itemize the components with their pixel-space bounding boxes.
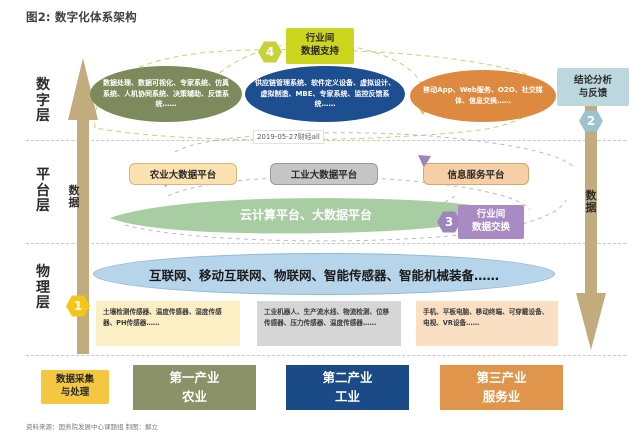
device-box-consumer-devices: 手机、平板电脑、移动终端、可穿戴设备、电视、VR设备…… xyxy=(416,301,558,346)
callout-feedback-line1: 结论分析 xyxy=(573,74,612,86)
badge-4: 4 xyxy=(258,41,282,63)
industry-tertiary-line2: 服务业 xyxy=(482,388,521,404)
badge-1: 1 xyxy=(66,295,90,317)
device-box-agri-sensors: 土壤检测传感器、温度传感器、湿度传感器、PH传感器…… xyxy=(96,301,240,346)
callout-feedback-line2: 与反馈 xyxy=(578,88,608,99)
callout-exchange-line2: 数据交换 xyxy=(471,222,510,233)
left-data-arrow-label: 数据 xyxy=(68,184,80,210)
layer-label-digital: 数字层 xyxy=(36,77,50,125)
badge-3: 3 xyxy=(437,211,461,233)
callout-exchange-line1: 行业间 xyxy=(476,209,506,221)
callout-inter-industry-support: 行业间 数据支持 xyxy=(286,28,354,64)
layer-label-platform: 平台层 xyxy=(36,167,50,215)
callout-support-line2: 数据支持 xyxy=(300,46,339,57)
callout-support-line1: 行业间 xyxy=(305,33,335,45)
watermark: 2019-05-27财经all xyxy=(253,130,324,144)
ellipse-agriculture-systems: 数据处理、数据可视化、专家系统、仿真系统、人机协同系统、决策辅助、反馈系统…… xyxy=(90,66,242,122)
callout-conclusion-feedback: 结论分析 与反馈 xyxy=(557,68,629,106)
layer-separator-digital-platform xyxy=(26,140,626,141)
platform-info-service: 信息服务平台 xyxy=(423,163,529,185)
device-box-industry-devices: 工业机器人、生产流水线、物流检测、位移传感器、压力传感器、温度传感器…… xyxy=(257,301,401,346)
industry-box-primary: 第一产业 农业 xyxy=(133,365,256,410)
ellipse-service-systems: 移动App、Web服务、O2O、社交媒体、信息交换…… xyxy=(410,70,556,122)
industry-secondary-line1: 第二产业 xyxy=(322,370,373,386)
source-attribution: 资料来源：国务院发展中心课题组 制图：解立 xyxy=(26,423,159,431)
callout-inter-industry-exchange: 行业间 数据交换 xyxy=(458,205,524,239)
ellipse-industry-systems: 供应链管理系统、软件定义设备、虚拟设计、虚拟制造、MBE、专家系统、监控反馈系统… xyxy=(245,66,405,122)
industry-box-tertiary: 第三产业 服务业 xyxy=(440,365,563,410)
callout-collect-line2: 与处理 xyxy=(60,387,90,398)
industry-primary-line1: 第一产业 xyxy=(169,370,220,386)
cloud-platform-label: 云计算平台、大数据平台 xyxy=(240,208,373,222)
industry-secondary-line2: 工业 xyxy=(334,388,360,404)
layer-separator-platform-physical xyxy=(26,243,626,244)
platform-industry-bigdata: 工业大数据平台 xyxy=(270,163,378,185)
page-title: 图2: 数字化体系架构 xyxy=(26,10,137,24)
industry-tertiary-line1: 第三产业 xyxy=(476,370,527,386)
layer-label-physical: 物理层 xyxy=(36,264,50,312)
industry-box-secondary: 第二产业 工业 xyxy=(286,365,409,410)
network-ellipse: 互联网、移动互联网、物联网、智能传感器、智能机械装备…… xyxy=(93,253,555,295)
callout-data-collection: 数据采集 与处理 xyxy=(41,370,109,404)
badge-2: 2 xyxy=(579,110,603,132)
industry-primary-line2: 农业 xyxy=(181,388,207,404)
platform-agri-bigdata: 农业大数据平台 xyxy=(129,163,237,185)
layer-separator-physical-industry xyxy=(26,355,626,356)
callout-collect-line1: 数据采集 xyxy=(55,374,94,386)
right-data-arrow-label: 数据 xyxy=(585,189,597,215)
